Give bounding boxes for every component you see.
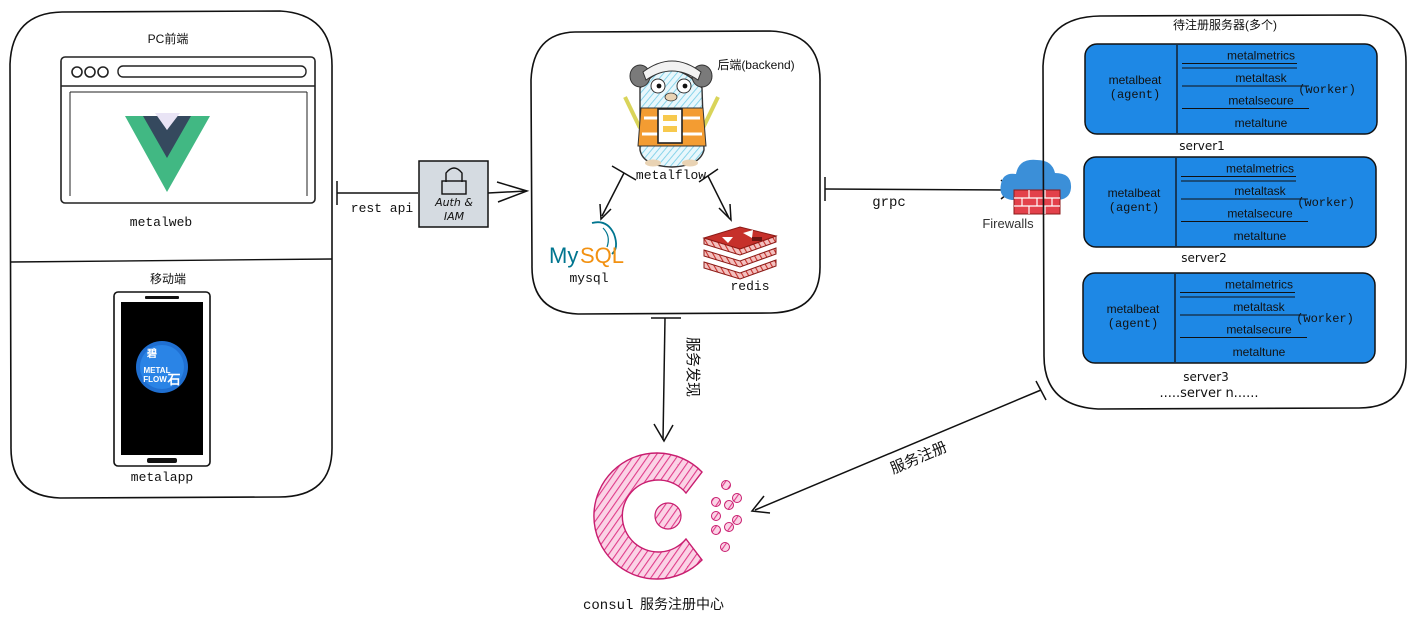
worker-label-metaltune: metaltune [1234,229,1287,243]
grpc-connector [824,177,1014,201]
metalflow-label: metalflow [636,168,706,183]
worker-label-metalmetrics: metalmetrics [1227,48,1295,62]
backend-title: 后端(backend) [717,58,794,72]
auth-iam-box [418,160,489,228]
mysql-logo-icon [591,221,617,255]
worker-label-metaltask: metaltask [1234,184,1286,198]
agent-name-label: metalbeat [1107,302,1160,316]
mysql-my-text: My [549,243,578,268]
worker-label-metalmetrics: metalmetrics [1225,277,1293,291]
redis-label: redis [730,279,769,294]
rest-api-connector [336,181,530,205]
worker-label-metaltask: metaltask [1235,71,1287,85]
server-card: metalbeat(agent) metalmetrics metaltask met… [1082,272,1376,384]
mysql-sql-text: SQL [580,243,624,268]
metalweb-label: metalweb [130,215,192,230]
server-name-label: server3 [1183,370,1229,384]
consul-label-prefix: consul [583,598,633,614]
auth-label: Auth & [434,196,473,209]
agent-role-label: (agent) [1110,88,1160,102]
firewall-cloud-icon [1000,159,1072,215]
worker-label-metalmetrics: metalmetrics [1226,161,1294,175]
worker-label-metalsecure: metalsecure [1227,206,1293,220]
worker-label-metalsecure: metalsecure [1228,93,1294,107]
redis-logo-icon [702,226,778,280]
server-name-label: server2 [1181,251,1227,265]
app-logo-line1: METAL [144,366,171,375]
servers-panel [1042,14,1407,410]
worker-label-metaltune: metaltune [1233,345,1286,359]
mysql-label: mysql [569,271,608,286]
worker-group-label: (worker) [1297,196,1355,210]
worker-group-label: (worker) [1298,83,1356,97]
rest-api-label: rest api [351,201,414,216]
service-discovery-arrow [651,317,681,443]
metalapp-label: metalapp [131,470,193,485]
backend-panel [530,30,821,315]
consul-logo-icon [593,452,742,580]
app-logo-line2: FLOW [143,375,167,384]
server-card: metalbeat(agent) metalmetrics metaltask met… [1083,156,1377,265]
consul-label-suffix: 服务注册中心 [640,596,724,612]
agent-role-label: (agent) [1108,317,1158,331]
worker-label-metaltask: metaltask [1233,300,1285,314]
worker-label-metalsecure: metalsecure [1226,322,1292,336]
frontend-panel [9,10,333,499]
agent-name-label: metalbeat [1108,186,1161,200]
worker-label-metaltune: metaltune [1235,116,1288,130]
service-registration-label: 服务注册 [888,439,950,478]
server-n-label: .....server n...... [1160,386,1259,401]
mobile-title: 移动端 [150,272,186,286]
mobile-phone-icon [113,291,211,467]
app-logo-glyph: 碧 [146,347,157,360]
agent-role-label: (agent) [1109,201,1159,215]
iam-label: IAM [444,210,465,223]
servers-title: 待注册服务器(多个) [1173,17,1277,32]
lock-icon [441,180,467,195]
grpc-label: grpc [872,195,906,211]
server-name-label: server1 [1179,139,1225,153]
backend-to-redis-arrow [698,168,732,222]
app-logo-corner: 石 [166,372,180,387]
backend-to-mysql-arrow [599,165,637,221]
server-cards: metalbeat(agent)metalmetricsmetaltaskmet… [1082,43,1378,384]
agent-name-label: metalbeat [1109,73,1162,87]
vue-logo-icon [125,113,210,192]
service-registration-arrow [750,380,1047,514]
frontend-divider [10,258,333,263]
service-discovery-label: 服务发现 [684,337,701,397]
server-card: metalbeat(agent) metalmetrics metaltask met… [1084,43,1378,153]
worker-group-label: (worker) [1296,312,1354,326]
gopher-mascot-icon [623,60,720,168]
firewall-label: Firewalls [982,216,1034,231]
pc-title: PC前端 [148,31,189,46]
